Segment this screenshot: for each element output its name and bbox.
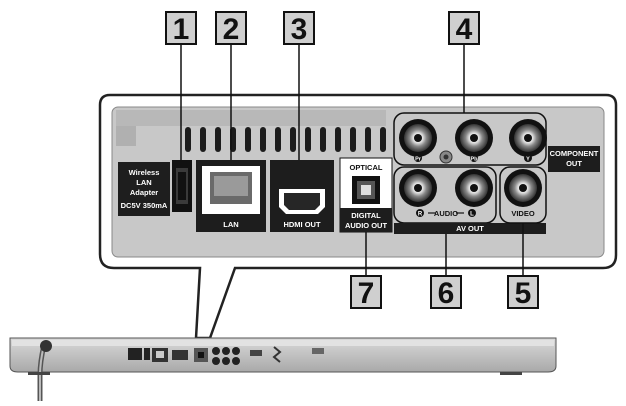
callout-6: 6 xyxy=(438,277,455,310)
video-jack[interactable]: VIDEO xyxy=(499,166,547,224)
player-rear-view xyxy=(9,337,557,401)
pb-label: Pb xyxy=(470,157,478,163)
callout-4: 4 xyxy=(456,13,473,46)
callouts: 1 2 3 4 7 6 5 xyxy=(165,11,539,310)
audio-label: AUDIO xyxy=(434,209,458,218)
wireless-text-1: Wireless xyxy=(129,168,160,177)
lan-label: LAN xyxy=(223,220,238,229)
callout-7: 7 xyxy=(358,277,375,310)
wireless-text-3: Adapter xyxy=(130,188,158,197)
component-label-2: OUT xyxy=(566,159,582,168)
audio-r-jack[interactable] xyxy=(399,169,437,207)
lan-port[interactable]: LAN xyxy=(196,160,266,232)
wireless-lan-label: Wireless LAN Adapter DC5V 350mA xyxy=(118,162,170,216)
callout-3: 3 xyxy=(291,13,308,46)
av-out-label: AV OUT xyxy=(456,224,484,233)
callout-1: 1 xyxy=(173,13,190,46)
hdmi-label: HDMI OUT xyxy=(283,220,320,229)
av-out-audio-group: R AUDIO L AV OUT xyxy=(393,166,546,234)
hdmi-out-port[interactable]: HDMI OUT xyxy=(270,160,334,232)
optical-audio-port[interactable]: OPTICAL DIGITAL AUDIO OUT xyxy=(339,157,393,233)
callout-5: 5 xyxy=(515,277,532,310)
audio-l-jack[interactable] xyxy=(455,169,493,207)
component-pr-jack[interactable]: Pr xyxy=(399,119,437,163)
digital-label-1: DIGITAL xyxy=(351,211,381,220)
component-label-1: COMPONENT xyxy=(550,149,599,158)
component-out-group: Pr Pb Y COMPONENT OUT xyxy=(393,112,600,172)
component-pb-jack[interactable]: Pb xyxy=(455,119,493,163)
usb-port[interactable] xyxy=(172,160,192,212)
wireless-text-2: LAN xyxy=(136,178,151,187)
digital-label-2: AUDIO OUT xyxy=(345,221,388,230)
video-label: VIDEO xyxy=(511,209,535,218)
vent-slots xyxy=(185,127,386,152)
screw-icon xyxy=(439,150,453,164)
callout-2: 2 xyxy=(223,13,240,46)
component-y-jack[interactable]: Y xyxy=(509,119,547,163)
wireless-text-4: DC5V 350mA xyxy=(121,201,168,210)
pr-label: Pr xyxy=(415,157,422,163)
l-label: L xyxy=(470,212,474,218)
optical-label: OPTICAL xyxy=(350,163,383,172)
y-label: Y xyxy=(526,157,530,163)
r-label: R xyxy=(418,212,423,218)
